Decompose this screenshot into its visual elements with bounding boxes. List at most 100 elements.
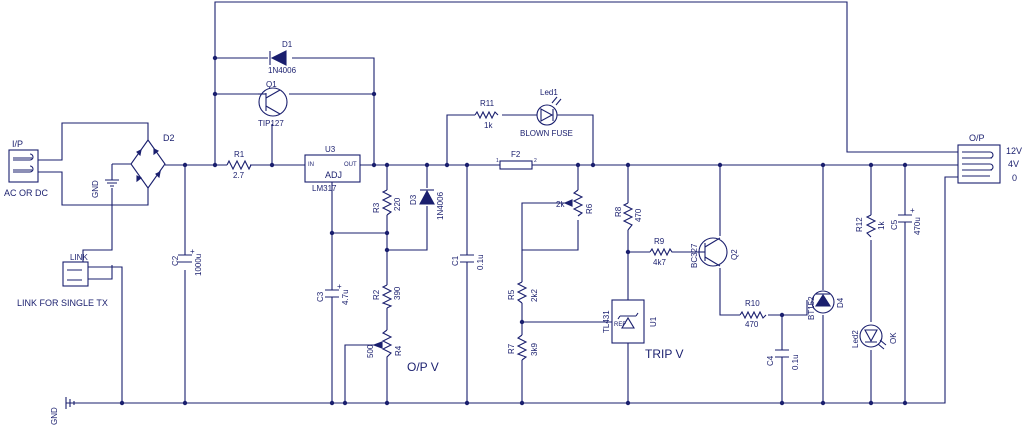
output-connector: O/P 12V 4V 0	[957, 133, 1022, 184]
d1-value: 1N4006	[268, 66, 297, 75]
bridge-rectifier-d2: D2 GND	[91, 133, 175, 198]
junction-dot	[820, 162, 826, 168]
ground-label-left: GND	[50, 407, 59, 425]
r5-value: 2k2	[530, 289, 539, 302]
junction-dot	[625, 249, 631, 255]
junction-dot	[444, 162, 450, 168]
junction-dot	[269, 162, 275, 168]
f2-ref: F2	[511, 150, 521, 159]
junction-dot	[182, 162, 188, 168]
led1-value: BLOWN FUSE	[520, 129, 573, 138]
resistor-r2: R2 390	[372, 284, 402, 309]
c3-plus: +	[337, 282, 342, 291]
r8-ref: R8	[614, 206, 623, 217]
link-label: LINK	[70, 253, 88, 262]
junctions	[119, 55, 908, 406]
junction-dot	[329, 230, 335, 236]
r4-ref: R4	[394, 345, 403, 356]
c2-value: 1000u	[194, 254, 203, 276]
led1-ref: Led1	[540, 88, 558, 97]
r9-value: 4k7	[653, 258, 666, 267]
r11-value: 1k	[484, 121, 493, 130]
c5-value: 470u	[913, 217, 922, 235]
led2-ref: Led2	[851, 330, 860, 348]
junction-dot	[464, 400, 470, 406]
r2-value: 390	[393, 286, 402, 300]
led-led1: Led1 BLOWN FUSE	[520, 88, 573, 138]
junction-dot	[371, 162, 377, 168]
capacitor-c3: + C3 4.7u	[316, 282, 350, 305]
c2-plus: +	[190, 247, 195, 256]
output-pin-12v: 12V	[1006, 146, 1022, 156]
junction-dot	[464, 162, 470, 168]
r12-value: 1k	[877, 221, 886, 230]
u3-pin-adj: ADJ	[325, 170, 342, 180]
junction-dot	[384, 400, 390, 406]
shunt-regulator-u1: REF TL431 U1	[602, 299, 658, 344]
r10-value: 470	[745, 320, 759, 329]
ground-symbol-left: GND	[50, 397, 75, 425]
junction-dot	[902, 162, 908, 168]
r3-ref: R3	[372, 202, 381, 213]
u3-pin-in: IN	[308, 162, 314, 168]
r10-ref: R10	[745, 299, 760, 308]
trip-v-annotation: TRIP V	[645, 347, 683, 361]
output-pin-0: 0	[1012, 173, 1017, 183]
resistor-r12: R12 1k	[855, 214, 886, 238]
junction-dot	[342, 400, 348, 406]
potentiometer-r4: 500 R4	[366, 329, 403, 360]
input-connector-note: AC OR DC	[4, 188, 49, 198]
r1-value: 2.7	[233, 171, 245, 180]
r2-ref: R2	[372, 289, 381, 300]
transistor-q1: Q1 TIP127	[258, 80, 288, 128]
d1-ref: D1	[282, 40, 293, 49]
r6-ref: R6	[585, 203, 594, 214]
resistor-r3: R3 220	[372, 189, 402, 216]
transistor-q2: BC327 Q2	[690, 237, 739, 268]
q1-ref: Q1	[266, 80, 277, 89]
link-connector: LINK LINK FOR SINGLE TX	[17, 253, 108, 308]
junction-dot	[212, 55, 218, 61]
input-connector-label: I/P	[12, 139, 23, 149]
resistor-r5: R5 2k2	[507, 281, 539, 304]
c5-plus: +	[910, 206, 915, 215]
u3-pin-out: OUT	[344, 162, 357, 168]
c3-ref: C3	[316, 291, 325, 302]
op-v-annotation: O/P V	[407, 360, 439, 374]
capacitor-c1: C1 0.1u	[451, 254, 485, 270]
resistor-r8: R8 470	[614, 202, 643, 231]
junction-dot	[384, 162, 390, 168]
junction-dot	[820, 400, 826, 406]
c1-value: 0.1u	[476, 254, 485, 270]
wires	[38, 1, 958, 404]
r8-value: 470	[634, 208, 643, 222]
c4-ref: C4	[766, 355, 775, 366]
d3-ref: D3	[409, 194, 418, 205]
c3-value: 4.7u	[341, 289, 350, 305]
led2-value: OK	[889, 332, 898, 344]
diode-d1: D1 1N4006	[268, 40, 297, 75]
u1-ref-pin: REF	[614, 322, 626, 328]
junction-dot	[212, 91, 218, 97]
f2-pin2: 2	[534, 158, 537, 164]
capacitor-c2: + C2 1000u	[171, 247, 203, 276]
junction-dot	[902, 400, 908, 406]
regulator-u3: U3 IN OUT ADJ LM317	[304, 145, 361, 193]
junction-dot	[424, 162, 430, 168]
junction-dot	[779, 312, 785, 318]
resistor-r11: R11 1k	[474, 99, 499, 130]
r12-ref: R12	[855, 217, 864, 232]
capacitor-c5: + C5 470u	[890, 206, 922, 235]
u1-value: TL431	[602, 310, 611, 333]
junction-dot	[519, 400, 525, 406]
bridge-gnd-label: GND	[91, 180, 100, 198]
fuse-f2: F2 1 2	[496, 150, 537, 170]
c5-ref: C5	[890, 219, 899, 230]
r9-ref: R9	[654, 237, 665, 246]
led-led2: Led2 OK	[851, 324, 898, 350]
junction-dot	[717, 162, 723, 168]
link-note: LINK FOR SINGLE TX	[17, 298, 108, 308]
r5-ref: R5	[507, 289, 516, 300]
